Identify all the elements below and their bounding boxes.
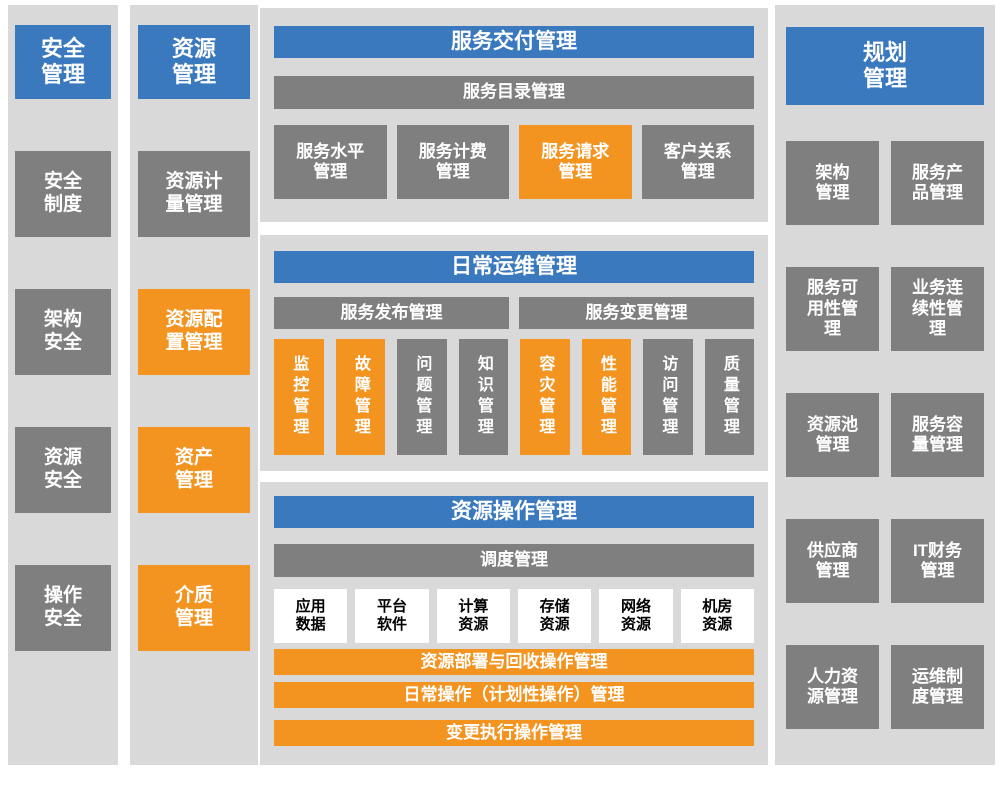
performance-box: 性能管理	[581, 339, 631, 455]
app-data-box: 应用 数据	[274, 589, 348, 643]
resource-item-configuration: 资源配 置管理	[138, 289, 250, 375]
storage-resource-box: 存储 资源	[517, 589, 592, 643]
service-release-bar: 服务发布管理	[274, 297, 509, 329]
security-item-system: 安全 制度	[15, 151, 111, 237]
knowledge-box: 知识管理	[458, 339, 508, 455]
incident-box: 故障管理	[335, 339, 385, 455]
service-availability-box: 服务可 用性管 理	[786, 267, 879, 351]
resource-header: 资源 管理	[138, 25, 250, 99]
daily-ops-panel: 日常运维管理 服务发布管理 服务变更管理 监控管理 故障管理 问题管理 知识管理…	[260, 235, 768, 471]
deploy-reclaim-bar: 资源部署与回收操作管理	[274, 649, 754, 675]
datacenter-resource-box: 机房 资源	[680, 589, 754, 643]
resource-type-row: 应用 数据 平台 软件 计算 资源 存储 资源 网络 资源 机房 资源	[274, 589, 754, 643]
service-level-box: 服务水平 管理	[274, 125, 387, 199]
planning-header: 规划 管理	[786, 27, 984, 105]
monitoring-box: 监控管理	[274, 339, 324, 455]
network-resource-box: 网络 资源	[599, 589, 673, 643]
service-delivery-panel: 服务交付管理 服务目录管理 服务水平 管理 服务计费 管理 服务请求 管理 客户…	[260, 8, 768, 222]
daily-ops-bars: 服务发布管理 服务变更管理	[274, 297, 754, 329]
service-catalog-bar: 服务目录管理	[274, 76, 754, 109]
daily-ops-title: 日常运维管理	[274, 251, 754, 283]
service-product-box: 服务产 品管理	[891, 141, 984, 225]
planned-operation-bar: 日常操作（计划性操作）管理	[274, 682, 754, 708]
compute-resource-box: 计算 资源	[436, 589, 510, 643]
resource-item-asset: 资产 管理	[138, 427, 250, 513]
service-delivery-items: 服务水平 管理 服务计费 管理 服务请求 管理 客户关系 管理	[274, 125, 754, 199]
service-delivery-title: 服务交付管理	[274, 26, 754, 58]
ops-policy-box: 运维制 度管理	[891, 645, 984, 729]
planning-grid: 架构 管理 服务产 品管理 服务可 用性管 理 业务连 续性管 理 资源池 管理…	[786, 141, 984, 729]
service-billing-box: 服务计费 管理	[396, 125, 509, 199]
resource-ops-title: 资源操作管理	[274, 496, 754, 528]
resource-ops-panel: 资源操作管理 调度管理 应用 数据 平台 软件 计算 资源 存储 资源 网络 资…	[260, 482, 768, 765]
service-change-bar: 服务变更管理	[519, 297, 754, 329]
scheduling-bar: 调度管理	[274, 544, 754, 577]
problem-box: 问题管理	[397, 339, 447, 455]
service-capacity-box: 服务容 量管理	[891, 393, 984, 477]
daily-ops-items: 监控管理 故障管理 问题管理 知识管理 容灾管理 性能管理 访问管理 质量管理	[274, 339, 754, 455]
security-column: 安全 管理 安全 制度 架构 安全 资源 安全 操作 安全	[8, 5, 118, 765]
resource-pool-box: 资源池 管理	[786, 393, 879, 477]
change-execution-bar: 变更执行操作管理	[274, 720, 754, 746]
access-box: 访问管理	[643, 339, 693, 455]
security-header: 安全 管理	[15, 25, 111, 99]
security-item-resource: 资源 安全	[15, 427, 111, 513]
resource-item-metering: 资源计 量管理	[138, 151, 250, 237]
resource-item-media: 介质 管理	[138, 565, 250, 651]
quality-box: 质量管理	[704, 339, 754, 455]
customer-relation-box: 客户关系 管理	[641, 125, 754, 199]
supplier-mgmt-box: 供应商 管理	[786, 519, 879, 603]
disaster-recovery-box: 容灾管理	[520, 339, 570, 455]
service-request-box: 服务请求 管理	[519, 125, 632, 199]
security-item-architecture: 架构 安全	[15, 289, 111, 375]
architecture-mgmt-box: 架构 管理	[786, 141, 879, 225]
security-item-operation: 操作 安全	[15, 565, 111, 651]
business-continuity-box: 业务连 续性管 理	[891, 267, 984, 351]
resource-column: 资源 管理 资源计 量管理 资源配 置管理 资产 管理 介质 管理	[130, 5, 258, 765]
it-finance-box: IT财务 管理	[891, 519, 984, 603]
planning-column: 规划 管理 架构 管理 服务产 品管理 服务可 用性管 理 业务连 续性管 理 …	[775, 5, 995, 765]
hr-mgmt-box: 人力资 源管理	[786, 645, 879, 729]
platform-software-box: 平台 软件	[355, 589, 429, 643]
